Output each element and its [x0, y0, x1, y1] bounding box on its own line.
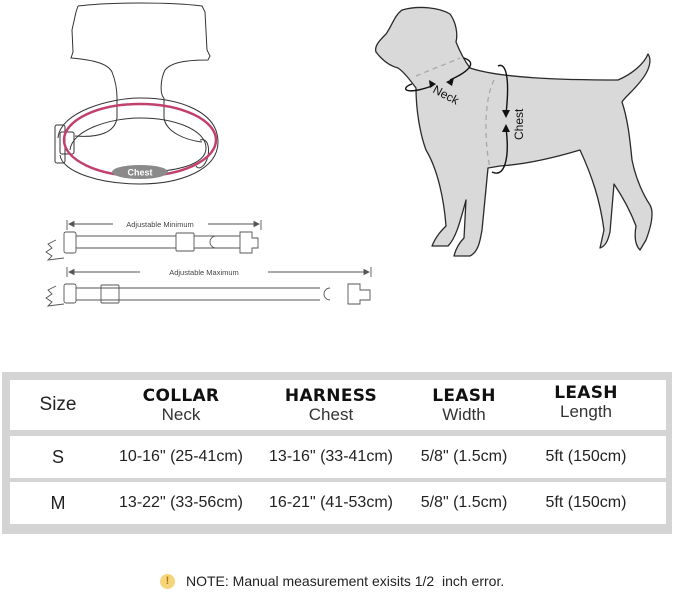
header-leash-length-sub: Length	[560, 402, 612, 421]
size-chart-table: Size COLLAR Neck HARNESS Chest LEASH Wid…	[2, 372, 672, 534]
measurement-note: ! NOTE: Manual measurement exisits 1/2 i…	[160, 570, 504, 592]
header-size: Size	[10, 380, 106, 430]
header-leash-width-sub: Width	[442, 404, 486, 424]
table-header-row: Size COLLAR Neck HARNESS Chest LEASH Wid…	[10, 380, 666, 430]
header-leash-label: LEASH	[554, 383, 618, 403]
table-row: M 13-22" (33-56cm) 16-21" (41-53cm) 5/8"…	[10, 482, 666, 524]
adjustable-minimum-label: Adjustable Minimum	[126, 220, 194, 229]
header-harness-sub: Chest	[308, 404, 354, 424]
collar-neck-value: 10-16" (25-41cm)	[119, 448, 243, 465]
header-harness: HARNESS Chest	[256, 380, 406, 430]
size-value: S	[51, 446, 64, 467]
leash-length-value: 5ft (150cm)	[545, 494, 627, 511]
neck-arrows-icon	[404, 57, 472, 92]
dog-measurement-diagram: Neck Chest	[360, 0, 679, 270]
harness-chest-value: 16-21" (41-53cm)	[269, 494, 393, 511]
header-collar-sub: Neck	[161, 404, 201, 424]
harness-illustration: Chest	[0, 0, 260, 200]
dog-chest-label: Chest	[512, 108, 526, 140]
adjustable-maximum-label: Adjustable Maximum	[169, 268, 239, 277]
leash-length-value: 5ft (150cm)	[545, 448, 627, 465]
chest-label-pill	[112, 165, 168, 179]
header-leash-width: LEASH Width	[406, 380, 522, 430]
table-row: S 10-16" (25-41cm) 13-16" (33-41cm) 5/8"…	[10, 436, 666, 478]
header-size-label: Size	[39, 394, 77, 415]
collar-adjustable-illustration: Adjustable Minimum Adjustable Maximum	[30, 200, 390, 320]
size-value: M	[50, 492, 66, 513]
chest-arrows-icon	[491, 64, 509, 174]
header-leash-length: LEASH Length	[522, 380, 650, 430]
dog-silhouette	[374, 6, 653, 257]
header-collar: COLLAR Neck	[106, 380, 256, 430]
header-leash-label: LEASH	[432, 385, 496, 406]
note-text: NOTE: Manual measurement exisits 1/2 inc…	[186, 573, 505, 589]
harness-chest-value: 13-16" (33-41cm)	[269, 448, 393, 465]
header-harness-label: HARNESS	[284, 385, 378, 406]
collar-neck-value: 13-22" (33-56cm)	[119, 494, 243, 511]
leash-width-value: 5/8" (1.5cm)	[420, 448, 508, 465]
harness-chest-label: Chest	[127, 168, 152, 178]
header-collar-label: COLLAR	[142, 385, 220, 406]
exclamation-icon: !	[160, 573, 175, 589]
leash-width-value: 5/8" (1.5cm)	[420, 494, 508, 511]
